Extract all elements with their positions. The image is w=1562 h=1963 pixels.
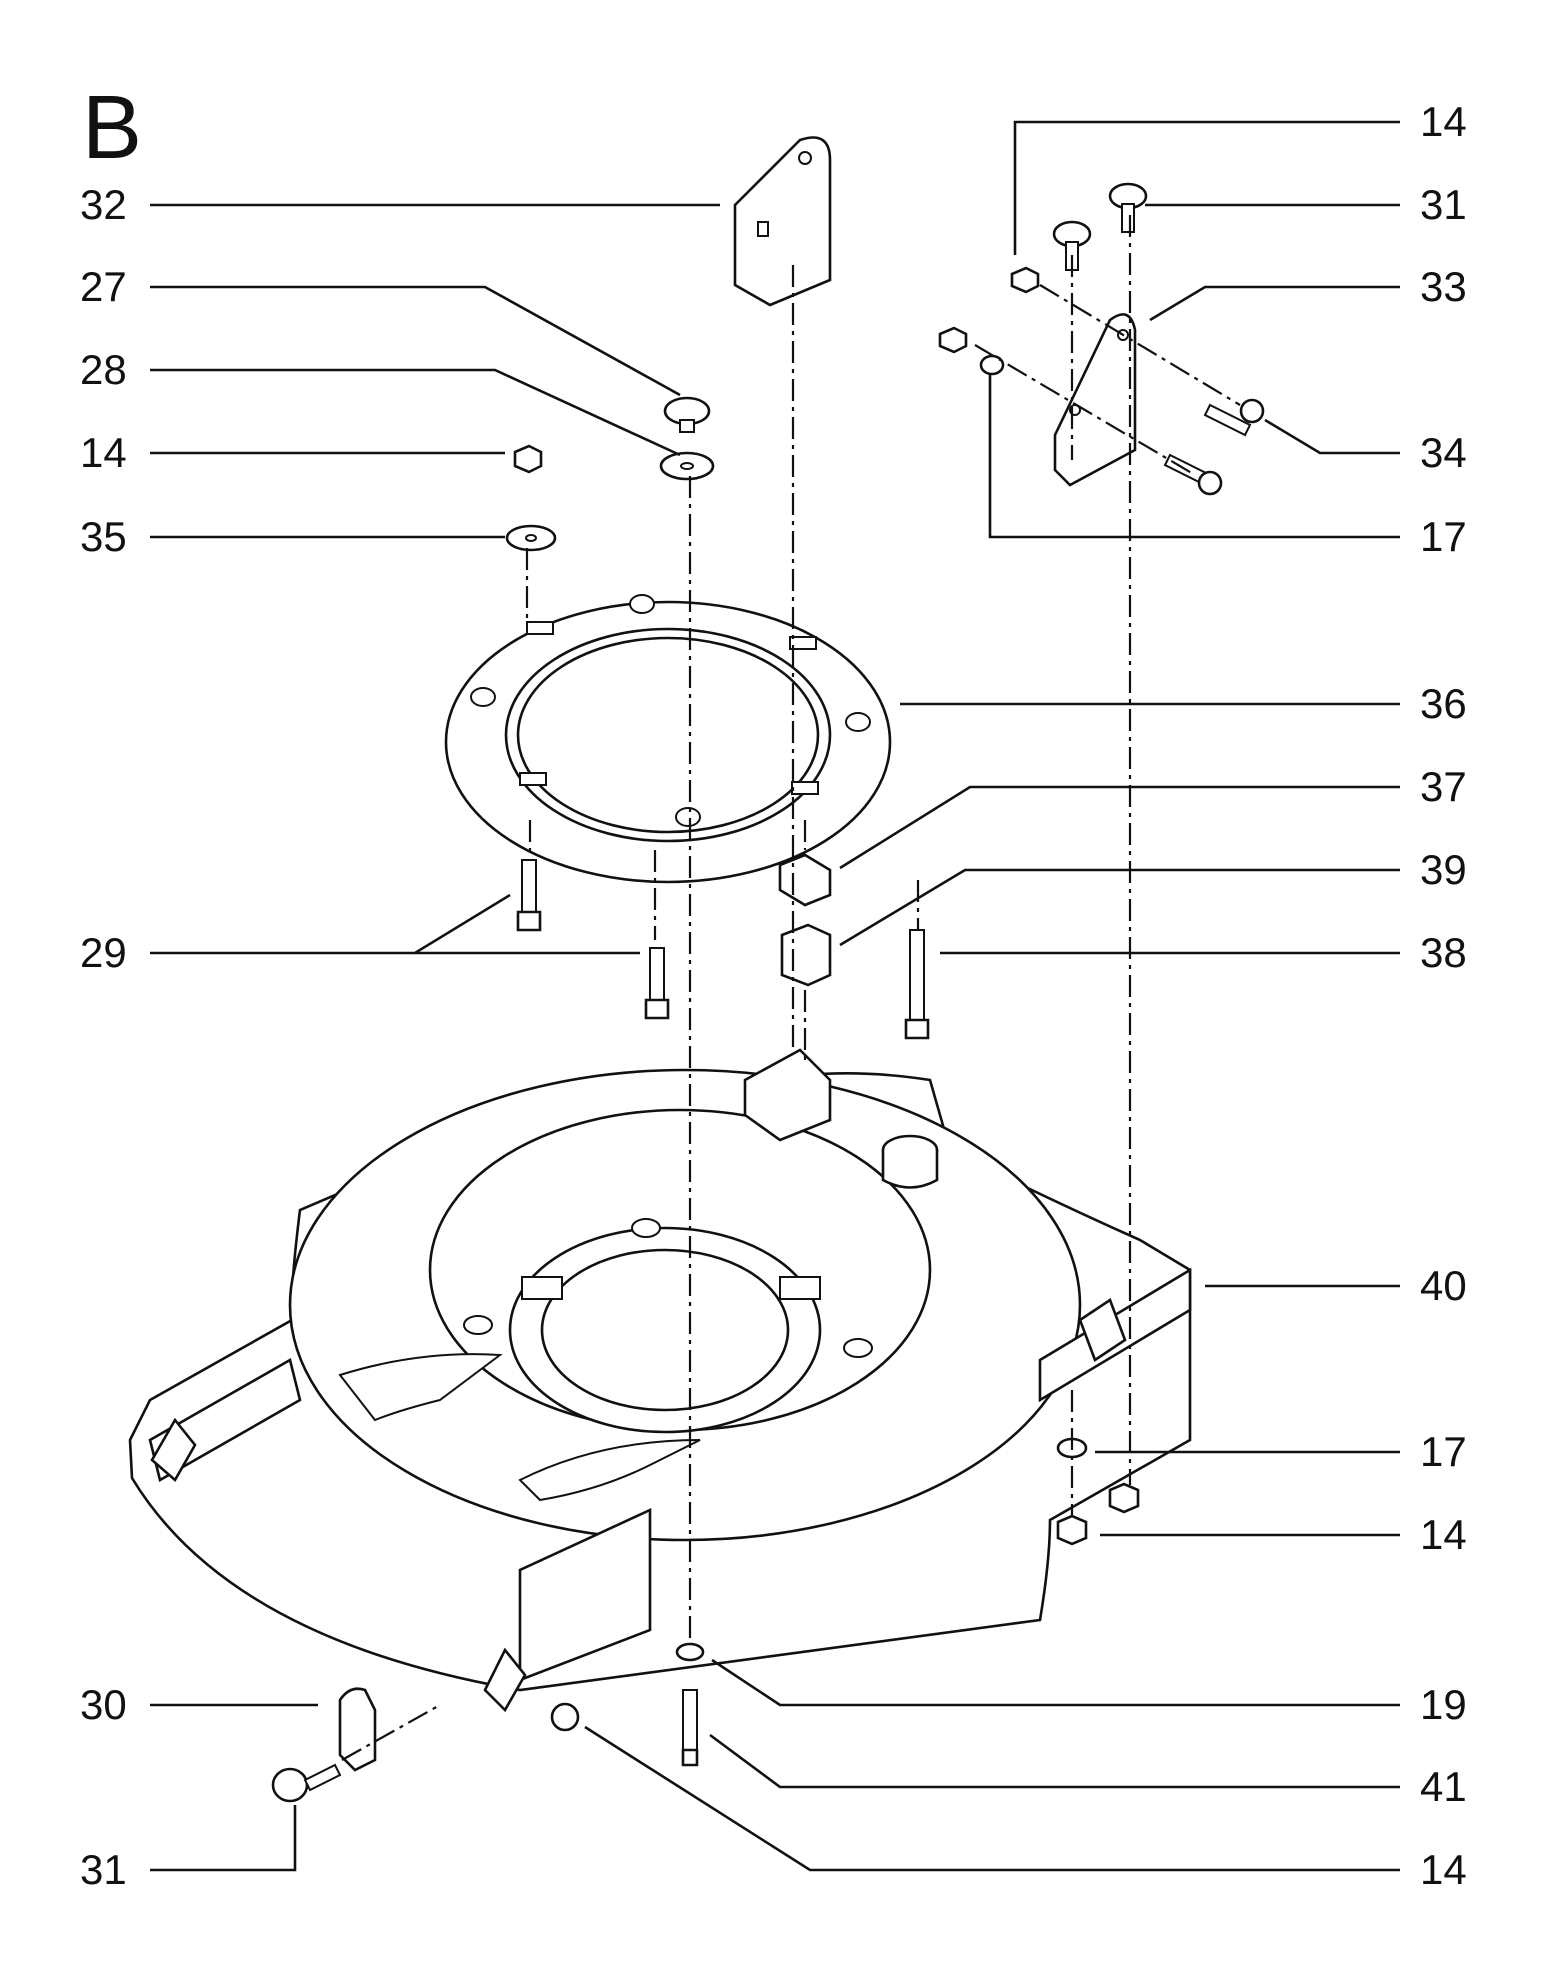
- callout-14: 14: [1420, 1511, 1467, 1558]
- callout-29: 29: [80, 929, 127, 976]
- callout-37: 37: [1420, 763, 1467, 810]
- hardware-parts: [271, 182, 1265, 1803]
- callout-34: 34: [1420, 429, 1467, 476]
- callout-30: 30: [80, 1681, 127, 1728]
- leader-lines: [150, 120, 1400, 1872]
- callout-40: 40: [1420, 1262, 1467, 1309]
- callout-14: 14: [1420, 98, 1467, 145]
- assembly-axes: [341, 215, 1241, 1761]
- callout-28: 28: [80, 346, 127, 393]
- callout-17: 17: [1420, 513, 1467, 560]
- callout-36: 36: [1420, 680, 1467, 727]
- callouts-right: 14 31 33 34 17 36 37 39 38 40 17 14 19 4…: [1420, 98, 1467, 1893]
- callout-31: 31: [80, 1846, 127, 1893]
- callout-39: 39: [1420, 846, 1467, 893]
- mower-deck-housing: [128, 1048, 1192, 1713]
- callout-27: 27: [80, 263, 127, 310]
- callout-35: 35: [80, 513, 127, 560]
- callout-14: 14: [80, 429, 127, 476]
- callout-17: 17: [1420, 1428, 1467, 1475]
- ring-plate: [444, 594, 892, 884]
- callout-38: 38: [1420, 929, 1467, 976]
- callout-14: 14: [1420, 1846, 1467, 1893]
- callout-32: 32: [80, 181, 127, 228]
- callout-31: 31: [1420, 181, 1467, 228]
- callout-19: 19: [1420, 1681, 1467, 1728]
- callout-41: 41: [1420, 1763, 1467, 1810]
- callout-33: 33: [1420, 263, 1467, 310]
- gusset-bracket-left: [733, 136, 832, 307]
- callouts-left: 32 27 28 14 35 29 30 31: [80, 181, 127, 1893]
- section-letter: B: [82, 78, 142, 178]
